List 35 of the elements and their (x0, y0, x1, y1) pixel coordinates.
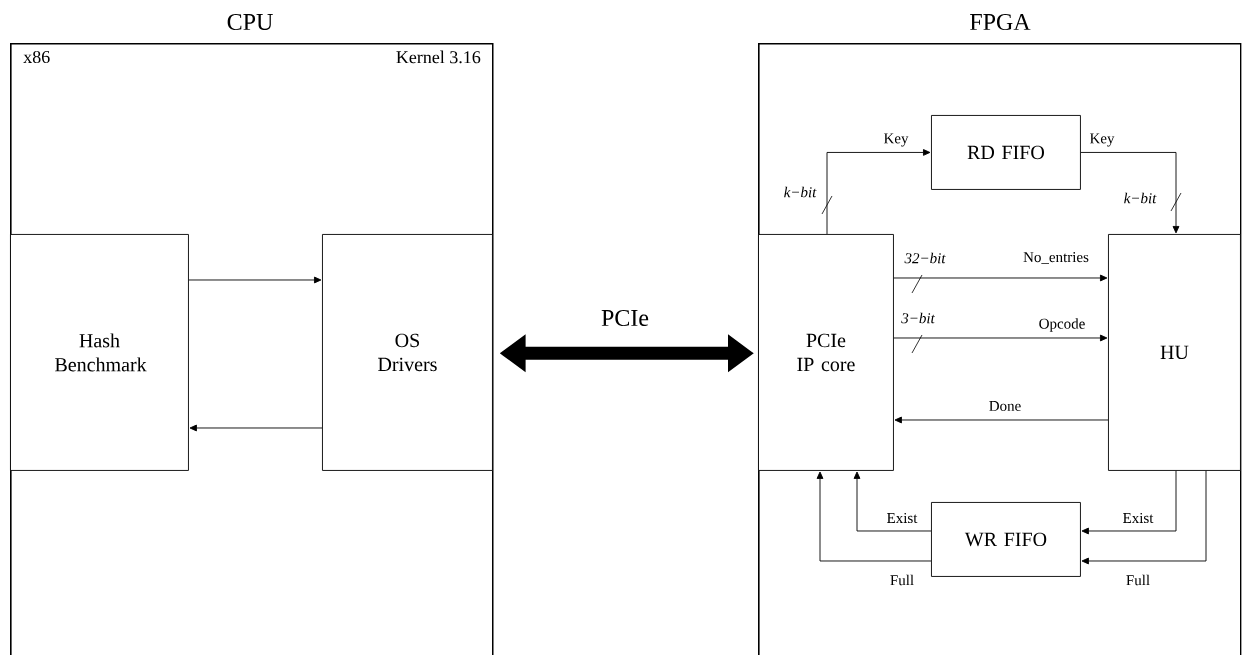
edge-label: Opcode (1037, 317, 1087, 333)
arrow (188, 276, 322, 284)
edge-label: Full (1124, 573, 1152, 587)
edge-label: Full (888, 573, 916, 587)
arrow (893, 274, 1108, 282)
panel-heading: CPU (227, 13, 273, 31)
arrow (1081, 470, 1207, 565)
edge-label: PCIe (600, 308, 650, 328)
panel-label: x86 (23, 50, 50, 64)
bus-width-label: k−bit (784, 186, 817, 198)
bus-width-label: k−bit (1124, 192, 1157, 204)
block-box: HU (1108, 234, 1241, 471)
edge-label: No_entries (1022, 251, 1090, 265)
block-box: Hash Benchmark (10, 234, 189, 471)
bus-width-label: 32−bit (904, 252, 946, 264)
edge-label: Exist (1121, 511, 1155, 525)
edge-label: Key (1088, 132, 1116, 148)
arrow (894, 416, 1109, 424)
block-box: PCIe IP core (758, 234, 894, 471)
arrow (189, 424, 323, 432)
arrow (826, 149, 931, 235)
edge-label: Done (987, 400, 1023, 412)
arrow (853, 471, 932, 532)
panel-heading: FPGA (970, 13, 1031, 31)
arrow (1080, 152, 1180, 234)
edge-label: Key (882, 132, 910, 148)
arrow (893, 334, 1108, 342)
block-box: RD FIFO (931, 115, 1081, 190)
arrow (1081, 470, 1177, 535)
arrow (816, 471, 932, 562)
panel-label: Kernel 3.16 (396, 50, 481, 64)
edge-label: Exist (885, 511, 919, 525)
bus-width-label: 3−bit (901, 312, 936, 324)
block-box: WR FIFO (931, 502, 1081, 577)
block-box: OS Drivers (322, 234, 493, 471)
